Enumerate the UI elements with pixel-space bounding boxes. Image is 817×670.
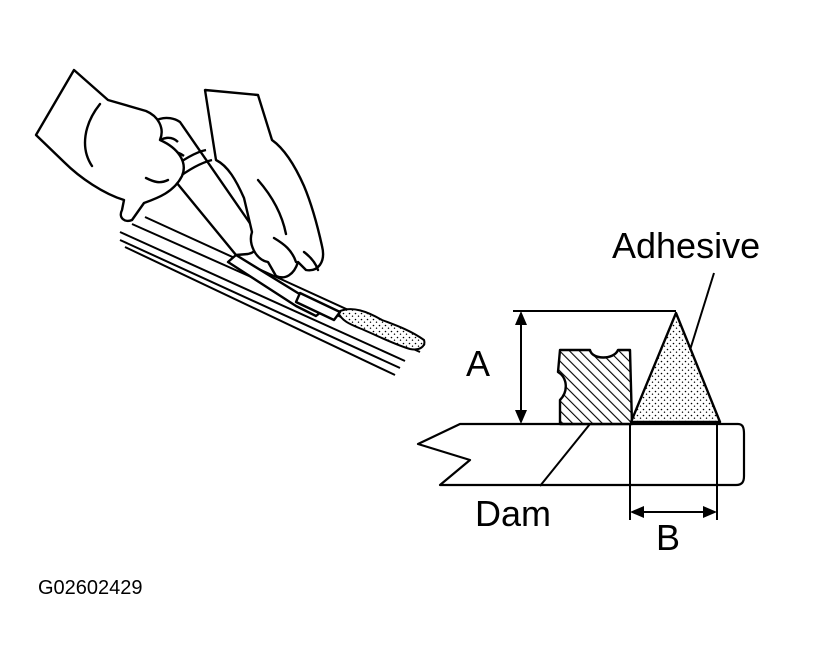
dam-profile xyxy=(556,348,634,426)
adhesive-label: Adhesive xyxy=(612,225,760,266)
adhesive-bead xyxy=(336,308,426,351)
body-panel xyxy=(416,422,746,487)
gloved-hands-icon xyxy=(34,68,325,279)
dimension-a-label: A xyxy=(466,343,490,384)
dimension-lines xyxy=(513,272,718,520)
dimension-b-label: B xyxy=(656,517,680,558)
figure-id: G02602429 xyxy=(38,577,143,599)
dimension-arrows xyxy=(515,311,717,518)
adhesive-bead-profile xyxy=(629,311,722,424)
dam-label: Dam xyxy=(475,493,551,534)
